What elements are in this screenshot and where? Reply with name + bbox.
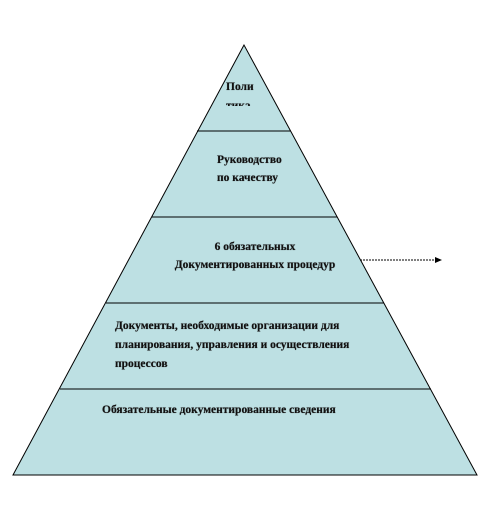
arrow-head-icon — [435, 257, 442, 263]
level-mandatory-procedures-label: 6 обязательных Документированных процеду… — [174, 241, 336, 271]
level-planning-documents-label: Документы, необходимые организации для п… — [115, 320, 350, 370]
level-mandatory-records-label: Обязательные документированные сведения — [102, 404, 336, 416]
level-quality-manual-label: Руководство по качеству — [217, 154, 282, 184]
level-policy-label: Поли тика — [226, 81, 254, 106]
